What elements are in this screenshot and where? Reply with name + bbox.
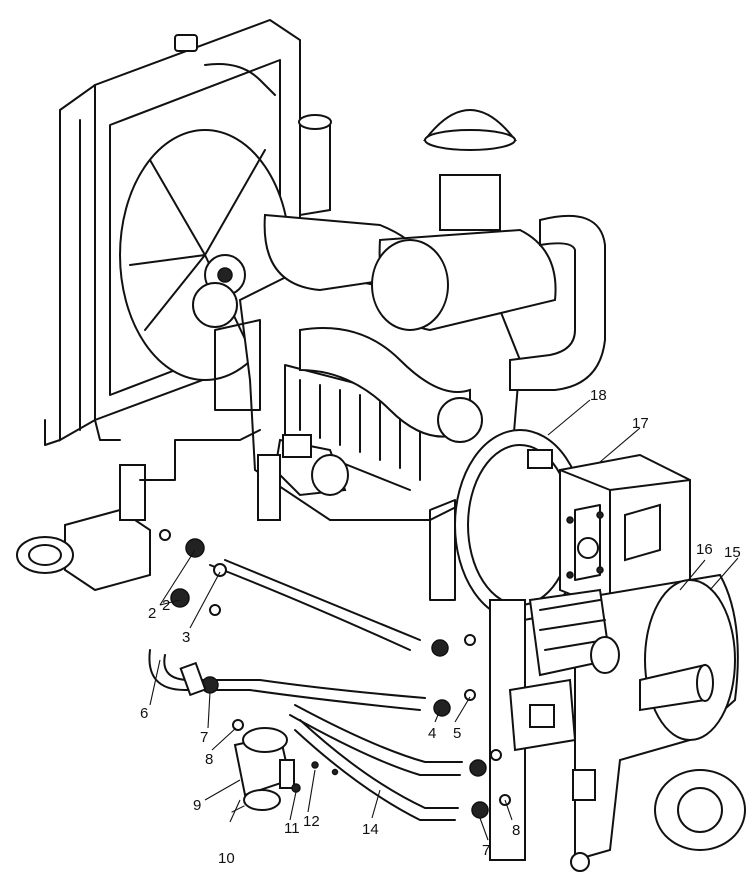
hose-bottom-b xyxy=(299,719,459,809)
radiator-cap xyxy=(174,34,198,52)
callout-8a: 8 xyxy=(205,751,213,768)
callout-5: 5 xyxy=(453,725,461,742)
fitting-4b xyxy=(433,699,451,717)
intake-exhaust xyxy=(263,109,606,443)
hose-bottom-a xyxy=(294,729,456,821)
oil-cooler xyxy=(16,429,261,592)
callout-2a: 2 xyxy=(148,605,156,622)
hose-upper-a xyxy=(209,564,411,651)
callout-10: 10 xyxy=(218,850,235,867)
callout-7a: 7 xyxy=(200,729,208,746)
callout-8b: 8 xyxy=(512,822,520,839)
exhaust-stack xyxy=(299,118,331,217)
callout-7b: 7 xyxy=(482,842,490,859)
callout-18: 18 xyxy=(590,387,607,404)
gearbox-cover xyxy=(644,579,736,741)
hose-upper-b xyxy=(224,559,421,641)
hose-lower-b xyxy=(294,704,463,763)
callout-16: 16 xyxy=(696,541,713,558)
cooler-flange xyxy=(16,536,74,574)
pump-housing xyxy=(654,769,746,851)
hose-middle-b xyxy=(163,654,426,699)
callout-12: 12 xyxy=(303,813,320,830)
hoses xyxy=(148,559,463,821)
intake-pipe xyxy=(509,214,606,391)
callout-14: 14 xyxy=(362,821,379,838)
fittings xyxy=(159,529,511,819)
hose-middle-a xyxy=(148,649,421,711)
filter-assembly xyxy=(231,727,339,813)
callout-3: 3 xyxy=(182,629,190,646)
gearbox xyxy=(489,573,746,872)
callout-2b: 2 xyxy=(162,597,170,614)
inspection-cover xyxy=(527,449,553,469)
callout-labels: 2 2 3 4 5 6 7 7 8 8 9 10 11 12 14 15 16 … xyxy=(140,387,741,867)
hose-lower-a xyxy=(289,714,461,776)
callout-6: 6 xyxy=(140,705,148,722)
callout-4: 4 xyxy=(428,725,436,742)
callout-11: 11 xyxy=(284,820,300,837)
fitting-2b xyxy=(170,588,190,608)
callout-17: 17 xyxy=(632,415,649,432)
solenoid xyxy=(282,434,312,458)
leader-lines xyxy=(149,399,739,841)
engine-bracket xyxy=(214,319,261,411)
callout-9: 9 xyxy=(193,797,201,814)
fitting-2a xyxy=(185,538,205,558)
fitting-7b xyxy=(469,759,487,777)
fitting-4a xyxy=(431,639,449,657)
callout-15: 15 xyxy=(724,544,741,561)
starter-motor xyxy=(257,434,349,521)
